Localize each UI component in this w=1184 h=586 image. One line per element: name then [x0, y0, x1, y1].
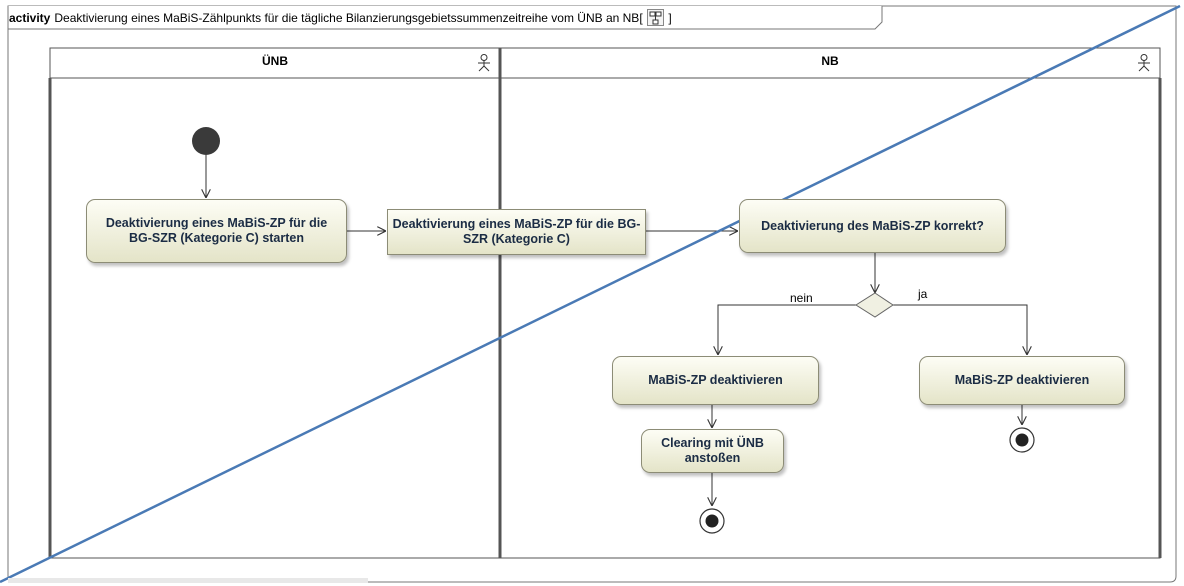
action-clearing: Clearing mit ÜNB anstoßen	[641, 429, 784, 473]
frame-kind: activity	[9, 11, 51, 25]
guard-ja: ja	[918, 287, 928, 301]
scrollbar-track	[8, 578, 368, 583]
bracket-open: [	[639, 11, 643, 25]
actor-icon	[478, 54, 490, 72]
action-check-correct: Deaktivierung des MaBiS-ZP korrekt?	[739, 199, 1006, 253]
action-deactivate-right: MaBiS-ZP deaktivieren	[919, 356, 1125, 405]
diagram-icon	[647, 9, 664, 26]
swimlanes	[48, 47, 1162, 559]
final-node-right	[1009, 427, 1035, 453]
frame-name: Deaktivierung eines MaBiS-Zählpunkts für…	[54, 11, 640, 25]
lane-header-nb: NB	[821, 54, 839, 68]
lane-header-uenb: ÜNB	[262, 54, 288, 68]
guard-nein: nein	[790, 291, 813, 305]
overlay-strike-line	[0, 4, 1181, 584]
decision-node	[855, 292, 894, 318]
action-deactivate-left: MaBiS-ZP deaktivieren	[612, 356, 819, 405]
final-node-left	[699, 508, 725, 534]
object-node-deactivation: Deaktivierung eines MaBiS-ZP für die BG-…	[387, 209, 646, 255]
actor-icon	[1138, 54, 1150, 72]
bracket-close: ]	[668, 11, 672, 25]
action-start-deactivation: Deaktivierung eines MaBiS-ZP für die BG-…	[86, 199, 347, 263]
initial-node	[192, 127, 220, 155]
